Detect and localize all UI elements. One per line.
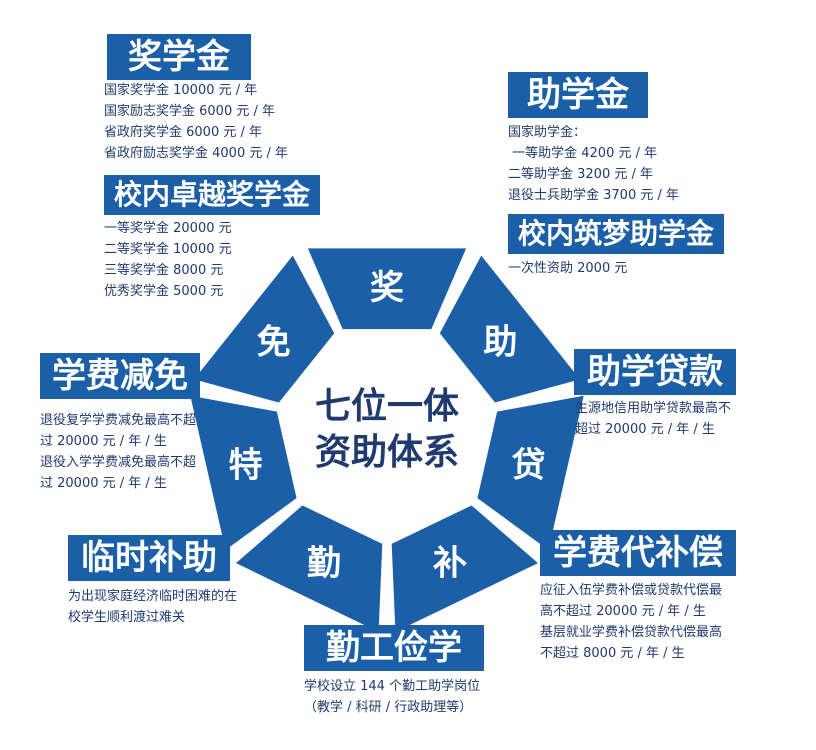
wheel-segment bbox=[391, 505, 538, 632]
detail-line: 应征入伍学费补偿或贷款代偿最 bbox=[540, 583, 723, 598]
grant-details: 国家助学金： 一等助学金 4200 元 / 年 二等助学金 3200 元 / 年… bbox=[508, 122, 679, 206]
wheel-segment bbox=[236, 505, 383, 632]
work-study-title: 勤工俭学 bbox=[304, 625, 484, 671]
detail-line: 省政府励志奖学金 4000 元 / 年 bbox=[104, 146, 288, 161]
wheel-segment bbox=[439, 255, 580, 403]
wheel-segment-label: 勤 bbox=[307, 544, 341, 584]
wheel-segment-label: 贷 bbox=[511, 445, 545, 485]
wheel-segment bbox=[194, 255, 335, 403]
detail-line: 国家助学金： bbox=[508, 125, 587, 140]
scholarship-details: 国家奖学金 10000 元 / 年 国家励志奖学金 6000 元 / 年 省政府… bbox=[104, 80, 288, 164]
detail-line: 不超过 8000 元 / 年 / 生 bbox=[540, 646, 685, 661]
temporary-aid-title: 临时补助 bbox=[68, 535, 230, 581]
scholarship-title: 奖学金 bbox=[107, 34, 251, 80]
detail-line: 学校设立 144 个勤工助学岗位 bbox=[304, 679, 481, 694]
detail-line: 二等奖学金 10000 元 bbox=[104, 242, 232, 257]
tuition-waiver-title: 学费减免 bbox=[40, 353, 200, 399]
work-study-details: 学校设立 144 个勤工助学岗位 （教学 / 科研 / 行政助理等） bbox=[304, 676, 480, 718]
wheel-segment-label: 免 bbox=[257, 323, 291, 363]
detail-line: 一等助学金 4200 元 / 年 bbox=[508, 146, 658, 161]
detail-line: 二等助学金 3200 元 / 年 bbox=[508, 167, 653, 182]
detail-line: 过 20000 元 / 年 / 生 bbox=[40, 434, 167, 449]
detail-line: 一等奖学金 20000 元 bbox=[104, 221, 232, 236]
center-title-line1: 七位一体 bbox=[315, 386, 459, 427]
detail-line: 省政府奖学金 6000 元 / 年 bbox=[104, 125, 262, 140]
detail-line: 生源地信用助学贷款最高不 bbox=[575, 401, 732, 416]
detail-line: 退役复学学费减免最高不超 bbox=[40, 413, 197, 428]
excellence-scholarship-title: 校内卓越奖学金 bbox=[104, 175, 320, 215]
wheel-segment bbox=[307, 248, 467, 330]
tuition-compensation-title: 学费代补偿 bbox=[540, 530, 736, 576]
detail-line: 基层就业学费补偿贷款代偿最高 bbox=[540, 625, 723, 640]
wheel-segment bbox=[477, 395, 584, 551]
detail-line: 退役士兵助学金 3700 元 / 年 bbox=[508, 188, 679, 203]
student-loan-details: 生源地信用助学贷款最高不 超过 20000 元 / 年 / 生 bbox=[575, 398, 731, 440]
temporary-aid-details: 为出现家庭经济临时困难的在 校学生顺利渡过难关 bbox=[68, 586, 237, 628]
dream-grant-title: 校内筑梦助学金 bbox=[508, 214, 724, 254]
detail-line: 校学生顺利渡过难关 bbox=[68, 610, 186, 625]
detail-line: 为出现家庭经济临时困难的在 bbox=[68, 589, 238, 604]
wheel-segment-label: 补 bbox=[433, 544, 467, 584]
wheel-segment-label: 助 bbox=[483, 323, 517, 363]
wheel-segment-label: 奖 bbox=[370, 268, 404, 308]
student-loan-title: 助学贷款 bbox=[574, 349, 736, 395]
wheel-segment-label: 特 bbox=[229, 445, 263, 485]
detail-line: 优秀奖学金 5000 元 bbox=[104, 284, 224, 299]
detail-line: 退役入学学费减免最高不超 bbox=[40, 455, 197, 470]
dream-grant-details: 一次性资助 2000 元 bbox=[508, 258, 627, 279]
detail-line: 一次性资助 2000 元 bbox=[508, 261, 628, 276]
detail-line: 国家奖学金 10000 元 / 年 bbox=[104, 83, 258, 98]
grant-title: 助学金 bbox=[508, 72, 648, 118]
excellence-scholarship-details: 一等奖学金 20000 元 二等奖学金 10000 元 三等奖学金 8000 元… bbox=[104, 218, 232, 302]
detail-line: 过 20000 元 / 年 / 生 bbox=[40, 476, 167, 491]
detail-line: 国家励志奖学金 6000 元 / 年 bbox=[104, 104, 275, 119]
tuition-compensation-details: 应征入伍学费补偿或贷款代偿最 高不超过 20000 元 / 年 / 生 基层就业… bbox=[540, 580, 722, 664]
detail-line: 超过 20000 元 / 年 / 生 bbox=[575, 422, 715, 437]
detail-line: 三等奖学金 8000 元 bbox=[104, 263, 224, 278]
center-title-line2: 资助体系 bbox=[315, 432, 459, 473]
tuition-waiver-details: 退役复学学费减免最高不超 过 20000 元 / 年 / 生 退役入学学费减免最… bbox=[40, 410, 196, 494]
detail-line: 高不超过 20000 元 / 年 / 生 bbox=[540, 604, 706, 619]
wheel-segment bbox=[190, 395, 297, 551]
detail-line: （教学 / 科研 / 行政助理等） bbox=[304, 700, 473, 715]
